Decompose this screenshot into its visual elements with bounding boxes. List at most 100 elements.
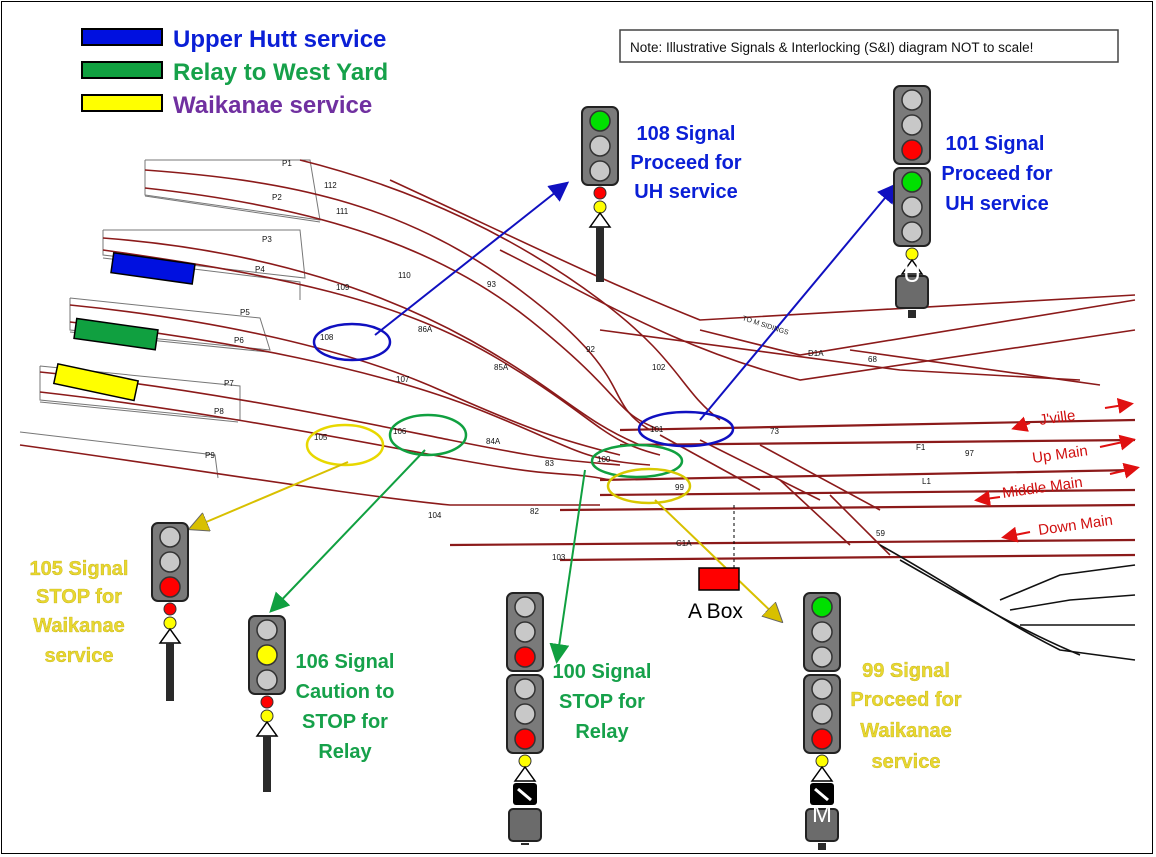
arrow-101 (699, 182, 898, 421)
label-106: 106 Signal Caution to STOP for Relay (296, 651, 395, 763)
arrow-99 (654, 499, 780, 620)
label-108-line-1: 108 Signal (637, 123, 736, 145)
label-100-line-1: 100 Signal (553, 661, 652, 683)
label-105: 105 Signal STOP for Waikanae service (29, 558, 129, 667)
label-99-line-1: 99 Signal (862, 660, 950, 682)
platform-p7: P7 (224, 379, 234, 388)
label-99-line-3: Waikanae (860, 720, 952, 742)
signal-100-lower-lamp-2 (514, 728, 536, 750)
tn-3: 109 (336, 283, 350, 292)
legend-swatch-waikanae (81, 94, 163, 112)
signal-108 (581, 106, 619, 282)
signal-106-triangle (255, 720, 279, 737)
tn-7: 105 (314, 433, 328, 442)
signal-108-lamp-1 (589, 135, 611, 157)
label-108-line-2: Proceed for (630, 152, 741, 174)
label-106-line-3: STOP for (302, 711, 388, 733)
signal-106-marker-2 (260, 709, 274, 723)
label-middle-main: Middle Main (1001, 474, 1083, 502)
label-100: 100 Signal STOP for Relay (553, 661, 652, 743)
indicator-letter-u: U (903, 261, 920, 288)
tn-77: C1A (676, 539, 692, 548)
signal-105-post (166, 643, 174, 701)
arrow-100 (549, 469, 586, 664)
signal-106-marker-1 (260, 695, 274, 709)
label-101-line-2: Proceed for (941, 163, 1052, 185)
signal-100-lamp-0 (514, 596, 536, 618)
tn-78: D1A (808, 349, 824, 358)
signal-101-lower-lamp-0 (901, 171, 923, 193)
signal-108-lamp-0 (589, 110, 611, 132)
platform-p1: P1 (282, 159, 292, 168)
label-105-line-3: Waikanae (33, 615, 125, 637)
platform-p9: P9 (205, 451, 215, 460)
train-waikanae (52, 363, 140, 402)
signal-108-post (596, 227, 604, 282)
label-101-line-3: UH service (945, 193, 1048, 215)
track-layout (19, 159, 1136, 562)
tn-9: 103 (552, 553, 566, 562)
tn-13: 99 (675, 483, 684, 492)
signal-100-lower-lamp-1 (514, 703, 536, 725)
signal-101-lower-lamp-2 (901, 221, 923, 243)
signal-99-lamp-2 (811, 646, 833, 668)
label-99-line-4: service (872, 751, 941, 773)
signal-99-lower-lamp-0 (811, 678, 833, 700)
platform-p4: P4 (255, 265, 265, 274)
signal-105-lamp-1 (159, 551, 181, 573)
signal-101-marker-1 (905, 247, 919, 261)
tn-0: 112 (324, 181, 337, 190)
tn-24: 83 (545, 459, 554, 468)
legend-label-relay: Relay to West Yard (173, 59, 388, 86)
label-down-main: Down Main (1037, 512, 1114, 539)
label-108-line-3: UH service (634, 181, 737, 203)
label-105-line-1: 105 Signal (30, 558, 129, 580)
tn-4: 108 (320, 333, 334, 342)
a-box-label: A Box (688, 600, 743, 623)
signal-105-lamp-2 (159, 576, 181, 598)
label-up-main: Up Main (1031, 442, 1089, 467)
label-108: 108 Signal Proceed for UH service (630, 123, 741, 203)
tn-10: 102 (652, 363, 666, 372)
signal-99-lamp-1 (811, 621, 833, 643)
signal-99-triangle (810, 765, 834, 782)
signal-101-lamp-0 (901, 89, 923, 111)
arrow-106 (269, 449, 426, 613)
legend-label-upper-hutt: Upper Hutt service (173, 26, 386, 53)
signal-105 (151, 522, 189, 701)
signal-105-lamp-0 (159, 526, 181, 548)
platform-p5: P5 (240, 308, 250, 317)
signal-108-triangle (588, 211, 612, 228)
signal-99-post (818, 843, 826, 850)
label-106-line-2: Caution to (296, 681, 395, 703)
label-jville: J'ville (1038, 407, 1076, 429)
branch-lines (879, 544, 1136, 661)
label-to-sidings: TO M SIDINGS (741, 315, 789, 337)
tn-5: 107 (396, 375, 410, 384)
label-105-line-2: STOP for (36, 586, 122, 608)
platform-p6: P6 (234, 336, 244, 345)
train-upper-hutt (110, 251, 196, 285)
oval-99 (606, 467, 692, 505)
arrow-105 (192, 461, 349, 528)
signal-101 (893, 85, 931, 318)
label-105-line-4: service (45, 645, 114, 667)
tn-12: 100 (597, 455, 611, 464)
note-text: Note: Illustrative Signals & Interlockin… (630, 40, 1033, 55)
oval-101 (637, 410, 735, 448)
label-101-line-1: 101 Signal (946, 133, 1045, 155)
label-99: 99 Signal Proceed for Waikanae service (850, 660, 962, 773)
signal-101-route-indicator (895, 275, 929, 309)
platform-p2: P2 (272, 193, 282, 202)
tn-11: 101 (650, 425, 664, 434)
signal-100-triangle (513, 765, 537, 782)
signal-100-post (521, 843, 529, 845)
signal-99-diag-line (814, 787, 829, 802)
tn-21: 85A (494, 363, 509, 372)
a-box: A Box (688, 505, 743, 623)
tn-6: 106 (393, 427, 407, 436)
platform-p3: P3 (262, 235, 272, 244)
signal-100-marker-1 (518, 754, 532, 768)
signal-108-lamp-2 (589, 160, 611, 182)
label-106-line-4: Relay (318, 741, 372, 763)
